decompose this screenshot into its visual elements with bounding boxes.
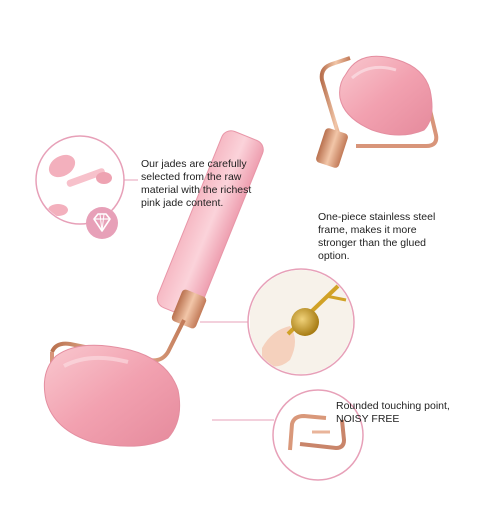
jade-quality-caption: Our jades are carefully selected from th… <box>141 158 252 209</box>
rounded-point-caption: Rounded touching point, NOISY FREE <box>336 400 450 425</box>
small-roller <box>316 55 439 168</box>
detail-circle-rollers <box>35 135 138 225</box>
frame-caption: One-piece stainless steel frame, makes i… <box>318 211 436 262</box>
gem-icon <box>86 207 118 239</box>
detail-circle-frame <box>200 268 355 376</box>
roller-handle <box>156 130 264 329</box>
detail-circle-rounded <box>212 389 364 481</box>
large-roller <box>43 319 186 447</box>
